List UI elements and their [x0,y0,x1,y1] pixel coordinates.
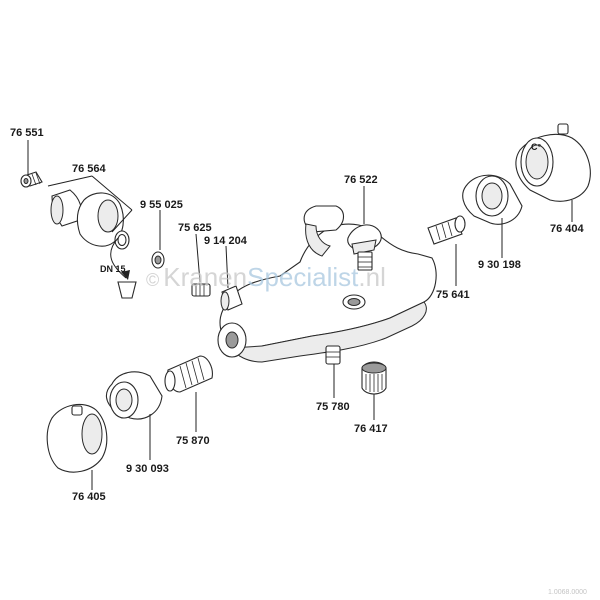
label-930093: 9 30 093 [126,463,169,475]
part-76564-handle-assembly [50,189,130,250]
part-labels: 76 551 76 564 9 55 025 75 625 9 14 204 D… [10,127,585,503]
part-75625-connector [191,283,211,297]
label-955025: 9 55 025 [140,199,183,211]
watermark-part1: Kranen [163,262,247,292]
label-76417: 76 417 [354,423,388,435]
part-930093-nut [105,371,163,420]
label-75625: 75 625 [178,222,212,234]
label-75870: 75 870 [176,435,210,447]
label-76564: 76 564 [72,163,107,175]
label-76405: 76 405 [72,491,106,503]
part-76417-aerator [361,361,387,395]
leader-lines [27,140,573,490]
part-75870-cartridge [164,355,213,393]
label-76551: 76 551 [10,127,44,139]
mixer-body [217,205,437,365]
part-955025-seal-ring [151,251,165,269]
svg-text:C°: C° [531,142,541,152]
watermark-copyright: © [146,270,159,290]
label-75641: 75 641 [436,289,470,301]
label-76522: 76 522 [344,174,378,186]
watermark-part3: .nl [358,262,385,292]
part-75641-thermostat-cartridge [427,215,466,245]
part-76405-mixing-handle [46,403,108,473]
label-914204: 9 14 204 [204,235,248,247]
corner-reference-mark: 1.0068.0000 [548,589,587,596]
svg-text:©KranenSpecialist.nl: ©KranenSpecialist.nl [146,262,386,292]
watermark-part2: Specialist [247,262,359,292]
dn15-flow-arrow [110,237,137,299]
label-76404: 76 404 [550,223,585,235]
part-76551-valve-insert [20,171,43,188]
part-914204-bushing [220,285,243,311]
watermark: ©KranenSpecialist.nl [146,262,386,292]
part-76522-knob-cartridge [347,224,382,271]
label-930198: 9 30 198 [478,259,521,271]
label-dn15: DN 15 [100,264,126,274]
part-76404-temperature-handle: C° [515,123,591,202]
label-75780: 75 780 [316,401,350,413]
part-930198-nut [462,174,523,225]
